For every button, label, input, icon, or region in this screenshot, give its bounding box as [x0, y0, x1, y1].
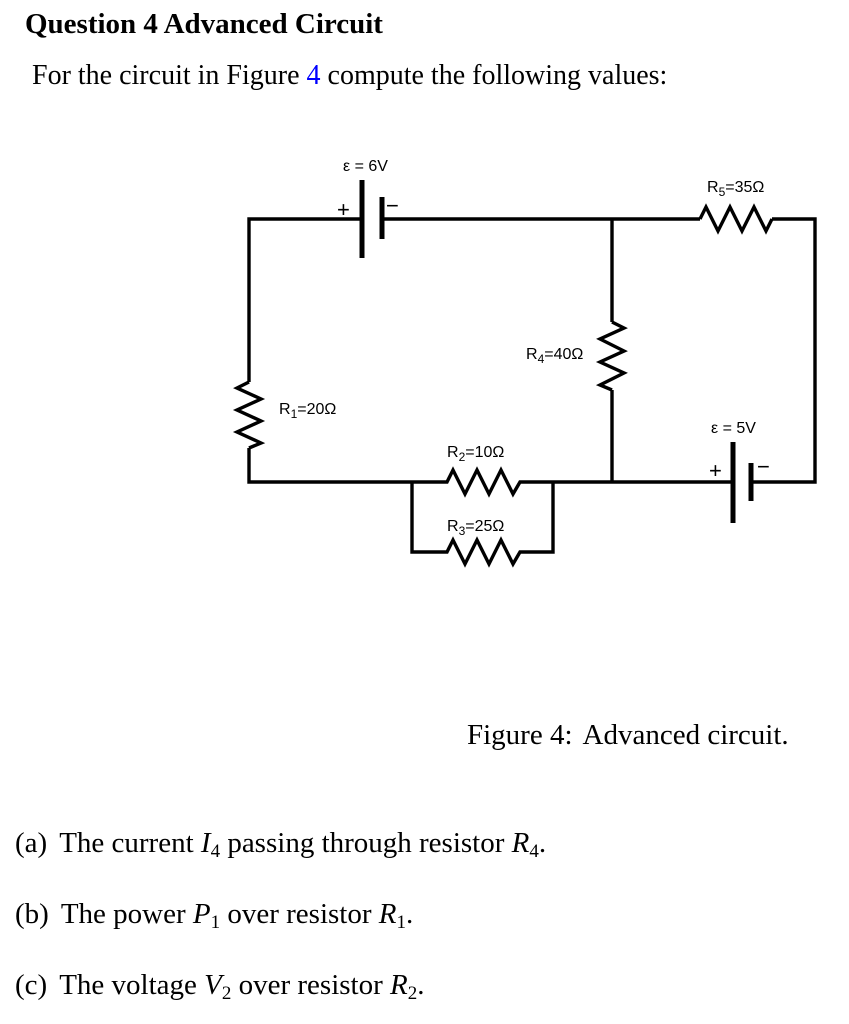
question-c-sub1: 2: [221, 983, 232, 1004]
resistor-r3-branch: [410, 482, 555, 568]
question-a-mid: passing through resistor: [220, 827, 512, 859]
intro-paragraph: For the circuit in Figure 4 compute the …: [32, 60, 667, 92]
question-c-pre: The voltage: [59, 969, 205, 1001]
label-emf-5v: ε = 5V: [711, 420, 756, 437]
label-minus-5v: −: [757, 454, 770, 479]
question-b-mid: over resistor: [220, 898, 379, 930]
label-resistor-r4: R4=40Ω: [526, 346, 583, 366]
question-c-var1: V: [204, 969, 222, 1001]
figure-caption-text: Advanced circuit.: [582, 719, 789, 751]
question-c-var2: R: [390, 969, 408, 1001]
question-b-end: .: [405, 898, 414, 930]
figure-caption-label: Figure 4:: [467, 719, 573, 751]
figure-reference-link[interactable]: 4: [306, 60, 321, 91]
resistor-r2: [412, 466, 553, 498]
question-c-mid: over resistor: [231, 969, 391, 1001]
label-resistor-r5: R5=35Ω: [707, 179, 764, 199]
question-b: (b)The power P1 over resistor R1.: [15, 898, 413, 934]
label-minus-6v: −: [386, 193, 399, 218]
wire-top-left: [247, 217, 361, 382]
question-b-var1: P: [192, 898, 211, 930]
resistor-r5: [698, 203, 774, 235]
label-plus-5v: +: [709, 458, 722, 483]
question-a-sub2: 4: [529, 841, 539, 862]
question-a-pre: The current: [59, 827, 201, 859]
question-a-end: .: [538, 827, 547, 859]
label-resistor-r1: R1=20Ω: [279, 401, 336, 421]
question-c-label: (c): [15, 969, 48, 1001]
question-c-sub2: 2: [407, 983, 418, 1004]
question-a-label: (a): [15, 827, 48, 859]
question-c: (c)The voltage V2 over resistor R2.: [15, 969, 424, 1005]
label-emf-6v: ε = 6V: [343, 158, 388, 175]
question-a: (a)The current I4 passing through resist…: [15, 827, 546, 863]
label-resistor-r3: R3=25Ω: [447, 518, 504, 538]
question-b-sub2: 1: [396, 912, 406, 933]
question-b-var2: R: [378, 898, 397, 930]
question-b-pre: The power: [60, 898, 193, 930]
intro-text-pre: For the circuit in Figure: [32, 60, 307, 91]
resistor-r4: [595, 320, 628, 392]
label-plus-6v: +: [337, 197, 350, 222]
figure-caption: Figure 4: Advanced circuit.: [467, 719, 789, 752]
question-c-end: .: [417, 969, 425, 1001]
question-a-var2: R: [511, 827, 530, 859]
label-resistor-r2: R2=10Ω: [447, 444, 504, 464]
question-a-var1: I: [200, 827, 211, 859]
question-a-sub1: 4: [210, 841, 221, 862]
page-title: Question 4 Advanced Circuit: [25, 8, 383, 40]
intro-text-post: compute the following values:: [320, 60, 668, 91]
question-b-label: (b): [15, 898, 49, 930]
resistor-r1: [232, 380, 266, 450]
question-b-sub1: 1: [210, 912, 221, 933]
wire-left-bottom: [247, 448, 412, 484]
wire-right-side: [752, 217, 817, 484]
